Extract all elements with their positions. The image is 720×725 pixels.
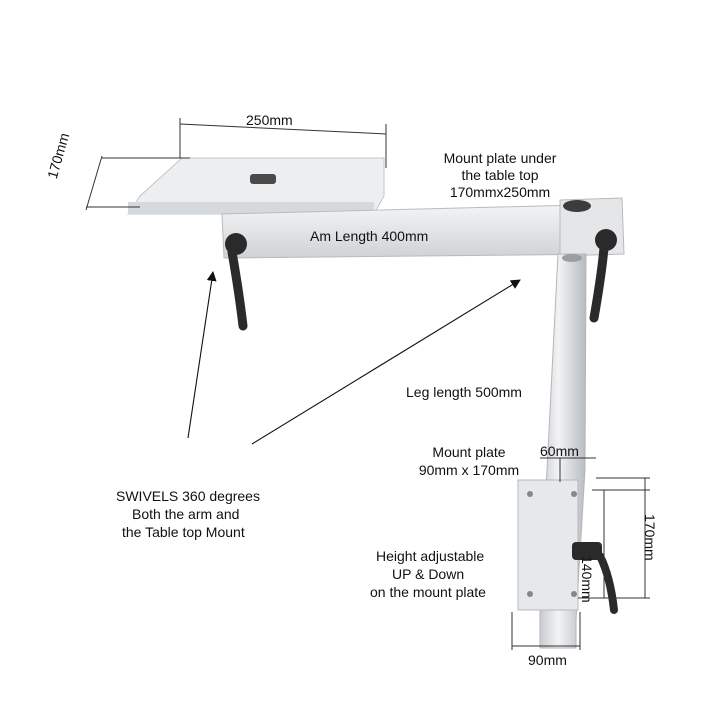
wall-mount-plate xyxy=(517,479,579,611)
height-handle-icon xyxy=(572,542,618,614)
mount-width-60-label: 60mm xyxy=(540,443,579,459)
leg-length-label: Leg length 500mm xyxy=(406,384,522,400)
mount-bottom-90-label: 90mm xyxy=(528,652,567,668)
mount-height-140-label: 140mm xyxy=(579,556,595,603)
plate-bolt-icon xyxy=(250,174,276,184)
wall-mount-callout-line2: 90mm x 170mm xyxy=(418,462,520,478)
swivel-callout-line2: Both the arm and xyxy=(132,506,240,522)
height-callout-line2: UP & Down xyxy=(392,566,465,582)
top-mount-callout-line2: the table top xyxy=(461,167,539,183)
callout-arrows xyxy=(187,271,521,445)
top-mount-callout-line3: 170mmx250mm xyxy=(449,184,551,200)
table-top-mount-plate xyxy=(127,157,385,215)
arm-length-label: Am Length 400mm xyxy=(310,228,429,244)
arm-handle-left-icon xyxy=(225,233,248,331)
plate-width-label: 250mm xyxy=(246,112,293,128)
arm-handle-right-icon xyxy=(589,229,617,323)
mount-height-170-label: 170mm xyxy=(642,514,658,561)
pivot-cap-icon xyxy=(563,200,591,212)
wall-mount-callout-line1: Mount plate xyxy=(432,444,506,460)
dimension-lines xyxy=(85,118,650,650)
swivel-callout-line3: the Table top Mount xyxy=(122,524,245,540)
top-mount-callout-line1: Mount plate under xyxy=(443,150,557,166)
height-callout-line1: Height adjustable xyxy=(376,548,485,564)
height-callout-line3: on the mount plate xyxy=(370,584,486,600)
swivel-callout-line1: SWIVELS 360 degrees xyxy=(116,488,260,504)
